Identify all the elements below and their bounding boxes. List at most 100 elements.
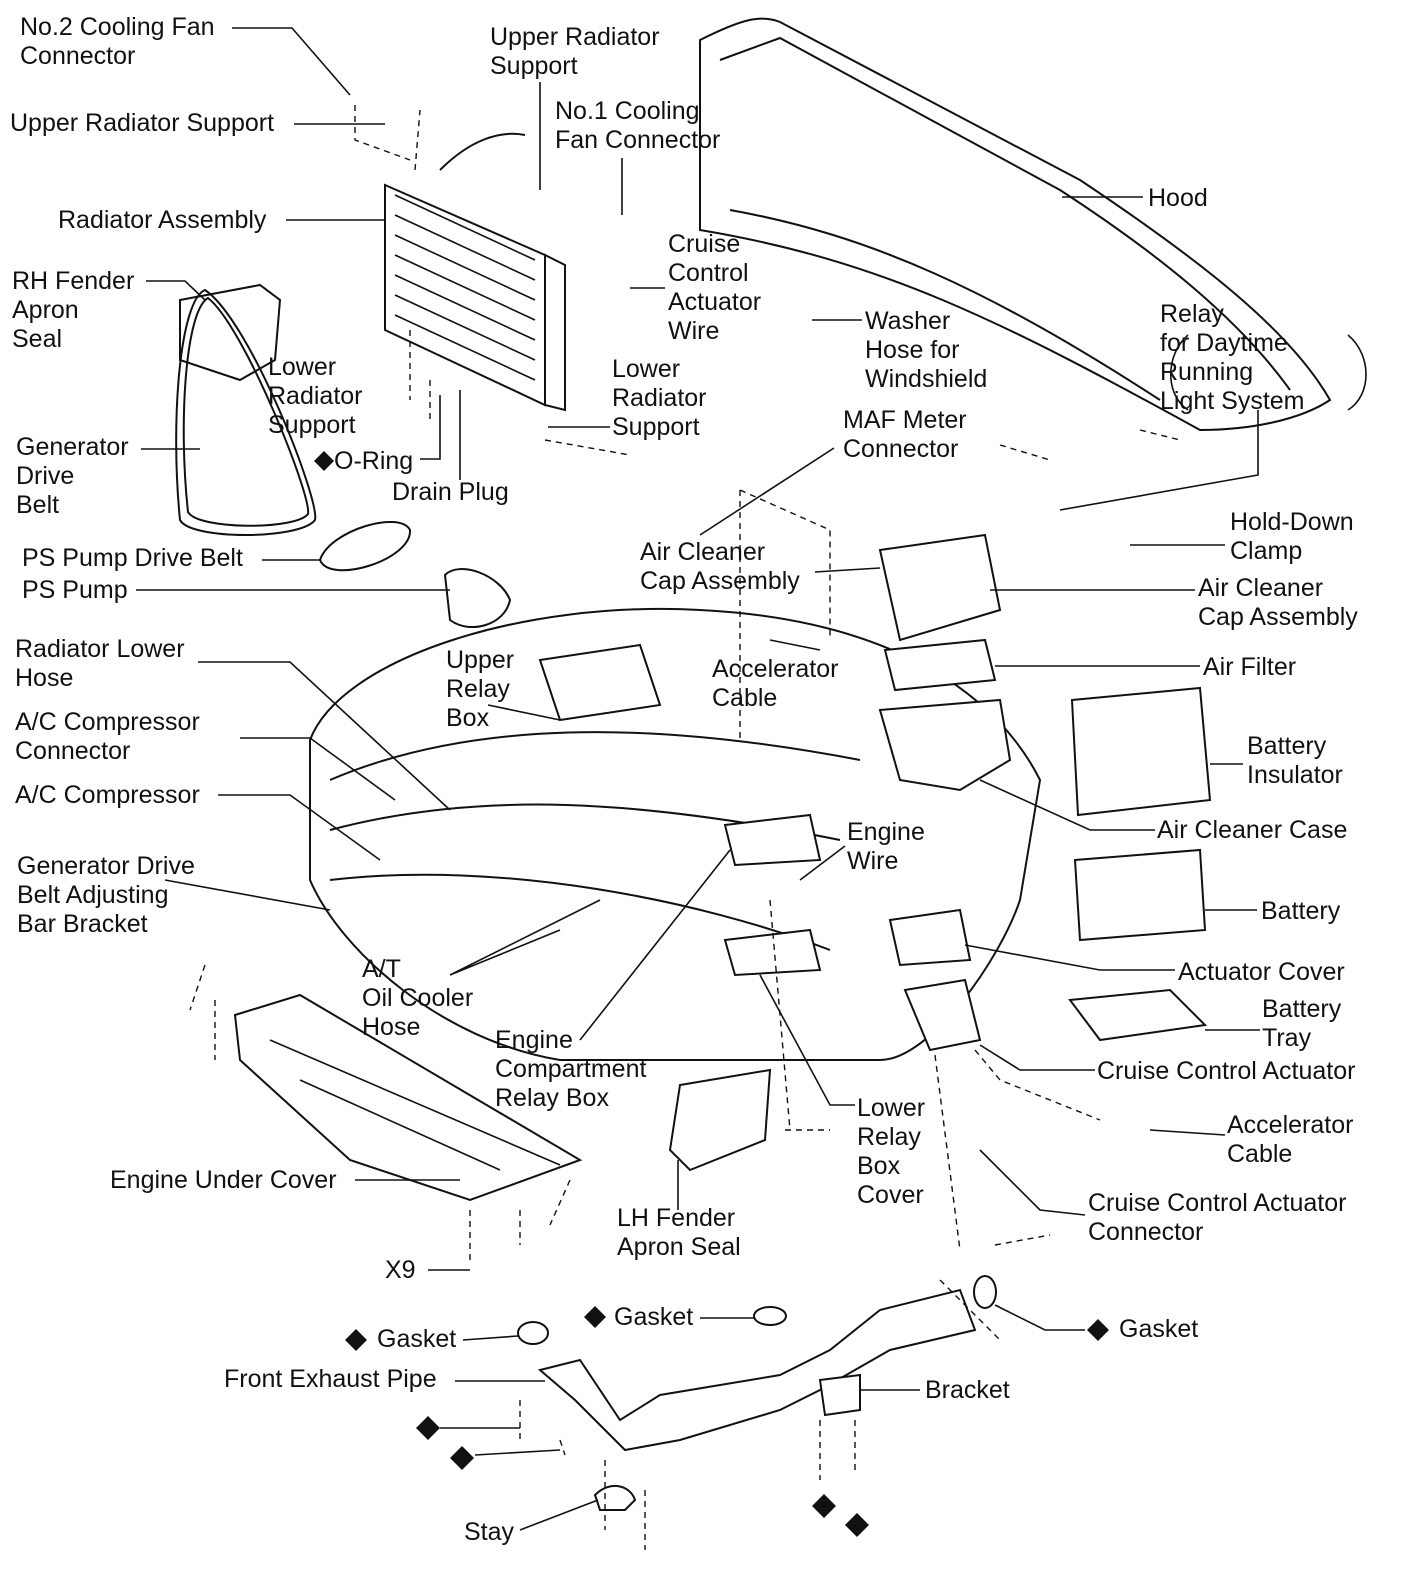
- actuator-cover-part: [888, 908, 972, 967]
- relay-drl-bracket-right: [1347, 334, 1367, 411]
- label-at-oil-cooler-hose: A/T Oil Cooler Hose: [362, 955, 474, 1041]
- hood-part: [699, 17, 1332, 432]
- label-x9: X9: [385, 1256, 416, 1284]
- battery-tray-part: [1068, 988, 1208, 1042]
- ps-pump-part: [443, 568, 512, 629]
- gasket-right-part: [973, 1275, 997, 1309]
- label-no1-cooling-fan-connector: No.1 Cooling Fan Connector: [555, 97, 721, 154]
- battery-insulator-part: [1070, 686, 1212, 817]
- leader-actuator-cover: [964, 944, 1175, 971]
- leader-accelerator-cable-right: [1149, 1129, 1226, 1136]
- lower-relay-box-cover-part: [723, 928, 822, 977]
- gasket-left-part: [517, 1321, 549, 1345]
- label-gasket-left: Gasket: [377, 1325, 457, 1353]
- label-ps-pump-drive-belt: PS Pump Drive Belt: [22, 544, 243, 572]
- leader-air-cleaner-case: [979, 779, 1155, 831]
- leader-cruise-actuator-connector: [979, 1149, 1086, 1216]
- label-radiator-lower-hose: Radiator Lower Hose: [15, 635, 185, 692]
- label-engine-wire: Engine Wire: [847, 818, 925, 875]
- label-battery: Battery: [1261, 897, 1341, 925]
- leader-engine-comp-relay-box: [579, 849, 731, 1041]
- leader-generator-bracket: [164, 879, 331, 911]
- diamond-bracket-bolt-2: [845, 1513, 869, 1537]
- label-bracket: Bracket: [925, 1376, 1010, 1404]
- label-air-cleaner-cap-assembly-center: Air Cleaner Cap Assembly: [640, 538, 800, 595]
- label-air-cleaner-case: Air Cleaner Case: [1157, 816, 1348, 844]
- leader-upper-relay-box: [487, 704, 561, 721]
- battery-part: [1073, 848, 1207, 942]
- label-generator-drive-belt: Generator Drive Belt: [16, 433, 129, 519]
- vehicle-body-outline: [309, 607, 1042, 1061]
- diamond-gasket-right: [1087, 1319, 1109, 1341]
- label-cruise-control-actuator-connector: Cruise Control Actuator Connector: [1088, 1189, 1347, 1246]
- label-ps-pump: PS Pump: [22, 576, 128, 604]
- diamond-o-ring: [314, 451, 334, 471]
- label-maf-meter-connector: MAF Meter Connector: [843, 406, 967, 463]
- diamond-exhaust-nut-1: [416, 1416, 440, 1440]
- lh-fender-apron-seal-part: [668, 1068, 772, 1172]
- leader-ac-compressor: [218, 794, 381, 861]
- label-generator-adjusting-bar-bracket: Generator Drive Belt Adjusting Bar Brack…: [17, 852, 195, 938]
- label-accelerator-cable-top: Accelerator Cable: [712, 655, 839, 712]
- label-o-ring: O-Ring: [334, 447, 414, 475]
- leader-ac-compressor-connector: [240, 737, 396, 801]
- leader-engine-wire: [799, 845, 846, 881]
- label-engine-compartment-relay-box: Engine Compartment Relay Box: [495, 1026, 647, 1112]
- label-battery-tray: Battery Tray: [1262, 995, 1342, 1052]
- label-no2-cooling-fan-connector: No.2 Cooling Fan Connector: [20, 13, 215, 70]
- leader-stay: [519, 1499, 599, 1531]
- label-accelerator-cable-right: Accelerator Cable: [1227, 1111, 1354, 1168]
- label-hold-down-clamp: Hold-Down Clamp: [1230, 508, 1354, 565]
- label-ac-compressor-connector: A/C Compressor Connector: [15, 708, 200, 765]
- label-washer-hose-for-windshield: Washer Hose for Windshield: [865, 307, 988, 393]
- gasket-center-part: [753, 1306, 787, 1326]
- label-upper-relay-box: Upper Relay Box: [446, 646, 515, 732]
- radiator-part: [384, 132, 566, 412]
- upper-relay-box-part: [538, 643, 662, 722]
- label-battery-insulator: Battery Insulator: [1247, 732, 1343, 789]
- generator-drive-belt-part: [175, 288, 317, 536]
- leader-no2-fan-connector: [232, 27, 351, 96]
- leader-relay-drl: [1059, 410, 1259, 511]
- leader-at-oil-cooler: [449, 899, 601, 976]
- label-lower-radiator-support-right: Lower Radiator Support: [612, 355, 707, 441]
- label-radiator-assembly: Radiator Assembly: [58, 206, 267, 234]
- leader-maf-connector: [699, 447, 835, 536]
- label-engine-under-cover: Engine Under Cover: [110, 1166, 337, 1194]
- diamond-gasket-center: [584, 1306, 606, 1328]
- leader-accelerator-cable-top: [769, 639, 821, 651]
- label-upper-radiator-support-top: Upper Radiator Support: [490, 23, 660, 80]
- label-cruise-control-actuator: Cruise Control Actuator: [1097, 1057, 1356, 1085]
- label-drain-plug: Drain Plug: [392, 478, 509, 506]
- cruise-control-actuator-part: [903, 978, 982, 1052]
- engine-under-cover-part: [233, 993, 583, 1202]
- leader-o-ring: [420, 395, 441, 460]
- leader-rh-fender: [146, 280, 206, 301]
- label-lh-fender-apron-seal: LH Fender Apron Seal: [617, 1204, 741, 1261]
- label-gasket-center: Gasket: [614, 1303, 694, 1331]
- bracket-part: [818, 1373, 861, 1417]
- label-stay: Stay: [464, 1518, 515, 1546]
- label-lower-radiator-support-left: Lower Radiator Support: [268, 353, 363, 439]
- label-lower-relay-box-cover: Lower Relay Box Cover: [857, 1094, 926, 1209]
- front-exhaust-pipe-part: [537, 1288, 977, 1452]
- stay-part: [593, 1485, 637, 1511]
- label-upper-radiator-support-left: Upper Radiator Support: [10, 109, 275, 137]
- air-cleaner-case-part: [878, 698, 1012, 792]
- leader-radiator-lower-hose: [198, 661, 451, 811]
- label-hood: Hood: [1148, 184, 1208, 212]
- leader-gasket-right: [994, 1304, 1085, 1331]
- label-air-filter: Air Filter: [1203, 653, 1297, 681]
- label-cruise-control-actuator-wire: Cruise Control Actuator Wire: [668, 230, 762, 345]
- leader-gasket-left: [462, 1335, 519, 1341]
- diamond-exhaust-nut-2: [450, 1446, 474, 1470]
- ps-pump-drive-belt-part: [318, 521, 412, 572]
- engine-compartment-relay-box-part: [723, 813, 822, 867]
- label-rh-fender-apron-seal: RH Fender Apron Seal: [12, 267, 135, 353]
- label-air-cleaner-cap-assembly-right: Air Cleaner Cap Assembly: [1198, 574, 1358, 631]
- leader-lower-relay-box-cover: [759, 974, 855, 1106]
- leader-air-cleaner-cap-center: [814, 567, 881, 573]
- label-front-exhaust-pipe: Front Exhaust Pipe: [224, 1365, 437, 1393]
